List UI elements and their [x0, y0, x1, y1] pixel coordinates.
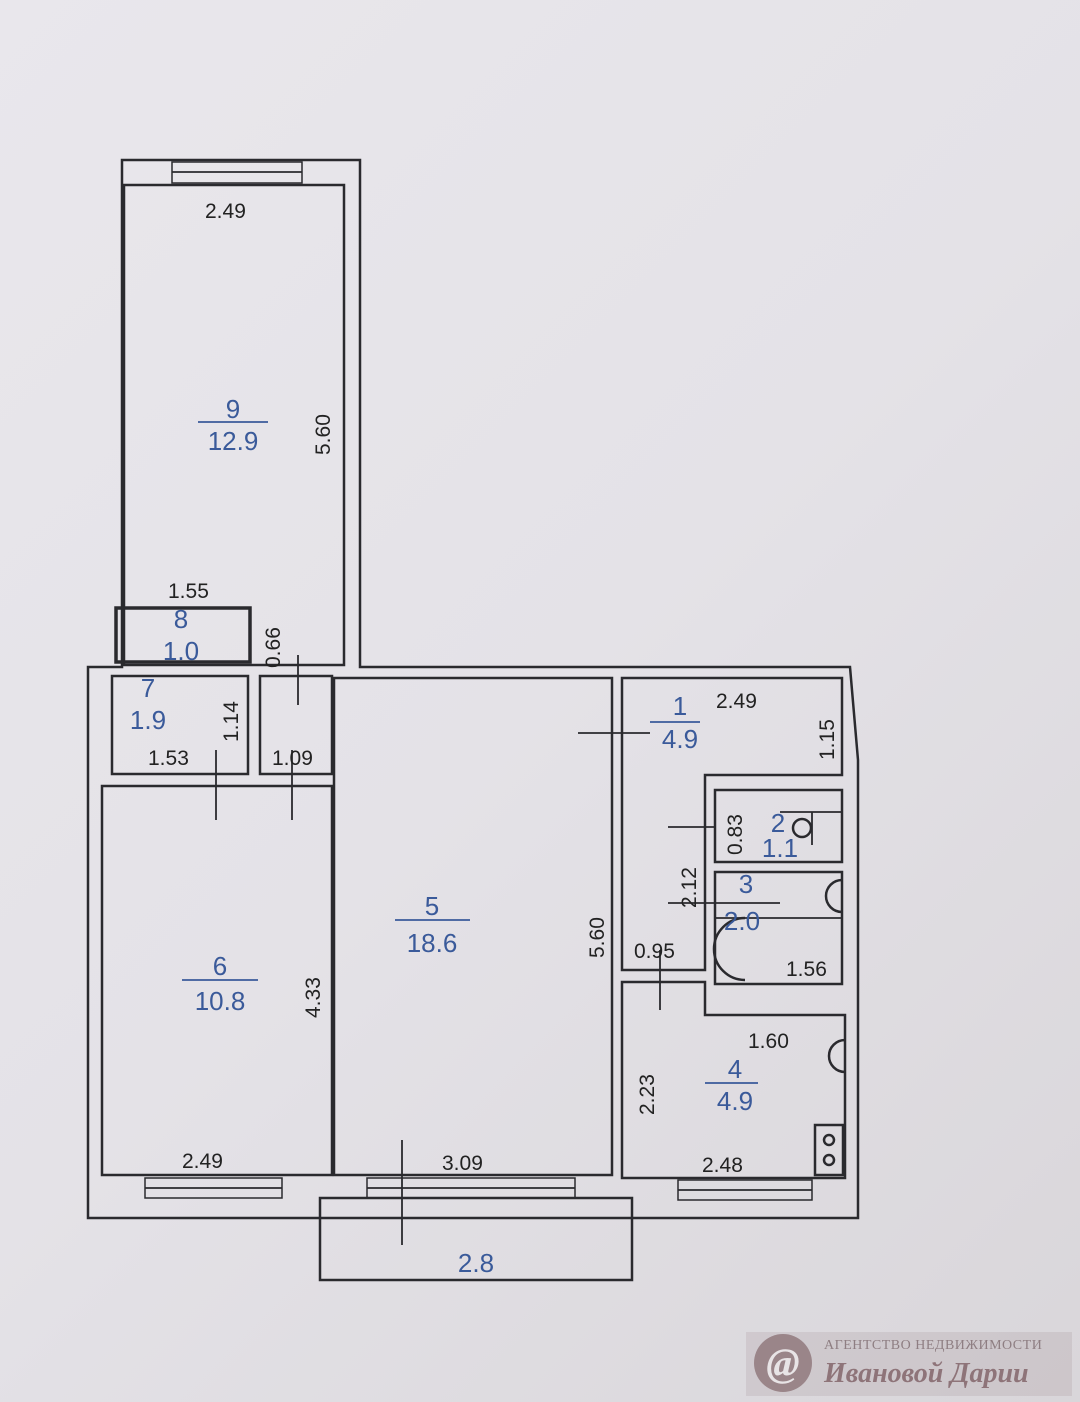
svg-text:10.8: 10.8 [195, 986, 246, 1016]
svg-text:1.55: 1.55 [168, 580, 209, 603]
agency-logo: @ [754, 1334, 812, 1392]
svg-text:2.12: 2.12 [678, 867, 701, 908]
svg-text:0.83: 0.83 [724, 814, 747, 855]
svg-text:3.09: 3.09 [442, 1152, 483, 1175]
svg-text:2.48: 2.48 [702, 1154, 743, 1177]
svg-text:2.49: 2.49 [716, 690, 757, 713]
agency-watermark: @ АГЕНТСТВО НЕДВИЖИМОСТИ Ивановой Дарии [746, 1332, 1072, 1396]
svg-text:5.60: 5.60 [312, 414, 335, 455]
svg-text:2.49: 2.49 [182, 1150, 223, 1173]
svg-text:4: 4 [728, 1054, 742, 1084]
svg-text:5: 5 [425, 891, 439, 921]
svg-text:1.15: 1.15 [816, 719, 839, 760]
svg-text:2.8: 2.8 [458, 1248, 494, 1278]
watermark-line1: АГЕНТСТВО НЕДВИЖИМОСТИ [824, 1338, 1043, 1353]
svg-text:2.0: 2.0 [724, 906, 760, 936]
svg-text:1.14: 1.14 [220, 701, 243, 742]
svg-text:1.56: 1.56 [786, 958, 827, 981]
svg-text:5.60: 5.60 [586, 917, 609, 958]
svg-text:2.23: 2.23 [636, 1074, 659, 1115]
fixtures [215, 655, 846, 1245]
svg-text:4.9: 4.9 [662, 724, 698, 754]
svg-text:18.6: 18.6 [407, 928, 458, 958]
svg-text:1.9: 1.9 [130, 705, 166, 735]
svg-text:1.60: 1.60 [748, 1030, 789, 1053]
svg-text:2: 2 [771, 808, 785, 838]
svg-text:3: 3 [739, 869, 753, 899]
walls [86, 158, 860, 1282]
watermark-line2: Ивановой Дарии [824, 1358, 1029, 1389]
svg-text:7: 7 [141, 673, 155, 703]
svg-text:1: 1 [673, 691, 687, 721]
dimension-labels: 2.49 5.60 1.55 0.66 1.53 1.14 1.09 2.49 … [148, 200, 839, 1177]
svg-text:0.95: 0.95 [634, 940, 675, 963]
svg-text:2.49: 2.49 [205, 200, 246, 223]
room-labels: 912.9 81.0 71.9 610.8 518.6 14.9 21.1 32… [130, 394, 798, 1278]
svg-text:1.1: 1.1 [762, 833, 798, 863]
svg-text:1.09: 1.09 [272, 747, 313, 770]
svg-text:12.9: 12.9 [208, 426, 259, 456]
svg-text:0.66: 0.66 [262, 627, 285, 668]
svg-text:8: 8 [174, 604, 188, 634]
svg-text:6: 6 [213, 951, 227, 981]
svg-text:9: 9 [226, 394, 240, 424]
svg-text:1.0: 1.0 [163, 636, 199, 666]
svg-text:4.33: 4.33 [302, 977, 325, 1018]
svg-text:1.53: 1.53 [148, 747, 189, 770]
svg-text:4.9: 4.9 [717, 1086, 753, 1116]
windows [144, 161, 813, 1201]
